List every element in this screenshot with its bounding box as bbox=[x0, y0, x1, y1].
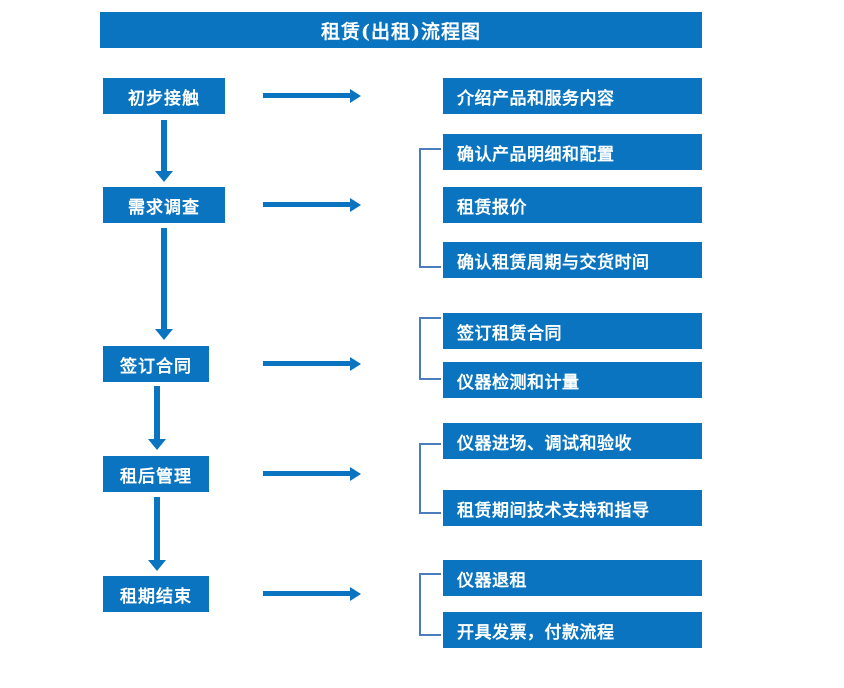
link-arrow-needs-survey bbox=[263, 198, 361, 212]
group-bracket-needs-survey bbox=[419, 148, 441, 268]
detail-box-instrument-installation[interactable]: 仪器进场、调试和验收 bbox=[443, 423, 702, 459]
detail-box-confirm-product-details[interactable]: 确认产品明细和配置 bbox=[443, 134, 702, 170]
diagram-title: 租赁(出租)流程图 bbox=[100, 12, 702, 48]
stage-box-sign-contract[interactable]: 签订合同 bbox=[103, 346, 209, 382]
flow-arrow-down-contract-to-management bbox=[148, 386, 166, 450]
detail-box-technical-support[interactable]: 租赁期间技术支持和指导 bbox=[443, 490, 702, 526]
detail-box-instrument-return[interactable]: 仪器退租 bbox=[443, 560, 702, 596]
stage-box-needs-survey[interactable]: 需求调查 bbox=[103, 187, 225, 223]
link-arrow-post-rental-management bbox=[263, 467, 361, 481]
detail-box-rental-quote[interactable]: 租赁报价 bbox=[443, 187, 702, 223]
link-arrow-initial-contact bbox=[263, 89, 361, 103]
detail-box-invoice-payment[interactable]: 开具发票，付款流程 bbox=[443, 612, 702, 648]
stage-box-initial-contact[interactable]: 初步接触 bbox=[103, 78, 225, 114]
stage-box-rental-end[interactable]: 租期结束 bbox=[103, 576, 209, 612]
group-bracket-rental-end bbox=[419, 573, 441, 636]
flow-arrow-down-survey-to-contract bbox=[155, 228, 173, 340]
flow-arrow-down-contact-to-survey bbox=[155, 120, 173, 182]
detail-box-confirm-rental-period[interactable]: 确认租赁周期与交货时间 bbox=[443, 242, 702, 278]
link-arrow-sign-contract bbox=[263, 357, 361, 371]
stage-box-post-rental-management[interactable]: 租后管理 bbox=[103, 456, 209, 492]
flow-arrow-down-management-to-end bbox=[148, 497, 166, 571]
detail-box-instrument-inspection[interactable]: 仪器检测和计量 bbox=[443, 362, 702, 398]
detail-box-introduce-products[interactable]: 介绍产品和服务内容 bbox=[443, 78, 702, 114]
detail-box-sign-rental-contract[interactable]: 签订租赁合同 bbox=[443, 313, 702, 349]
group-bracket-sign-contract bbox=[419, 317, 441, 380]
group-bracket-post-rental-management bbox=[419, 443, 441, 514]
link-arrow-rental-end bbox=[263, 587, 361, 601]
